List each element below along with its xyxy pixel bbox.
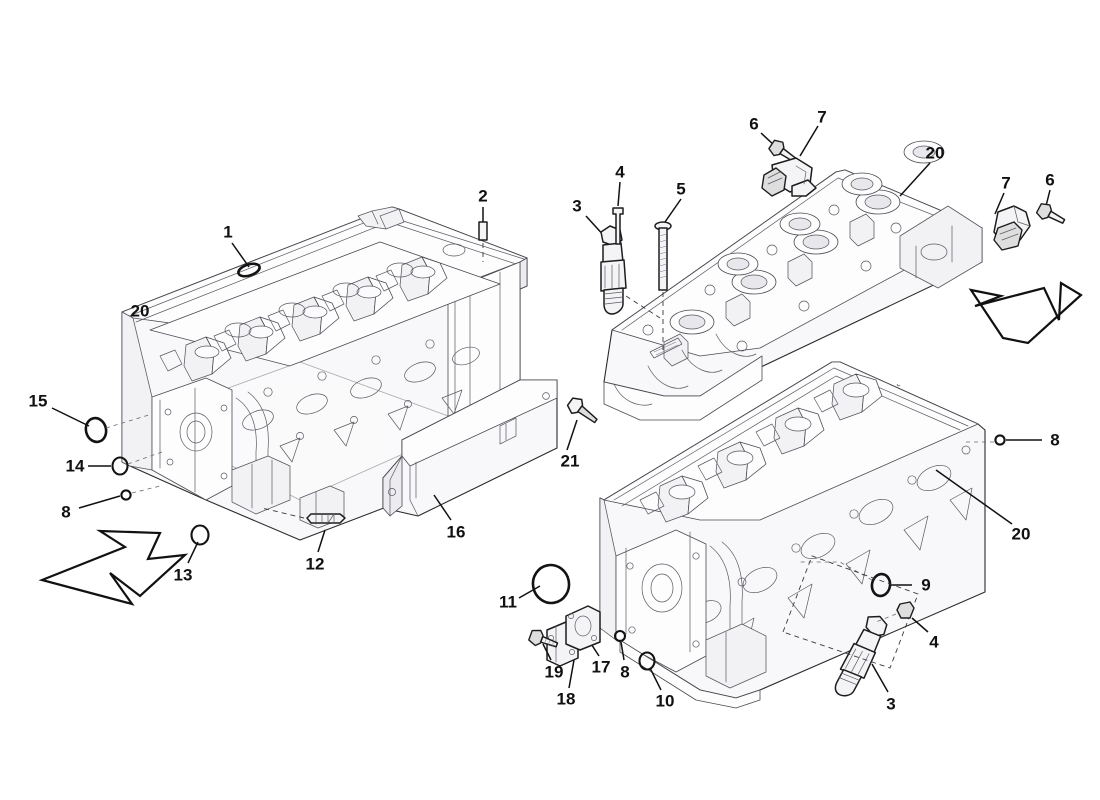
callout-4a: 4 [615, 162, 625, 182]
callout-1: 1 [223, 222, 233, 242]
left-head-callout-graphics [51, 207, 488, 564]
callout-2: 2 [478, 186, 488, 206]
direction-arrow-right [968, 281, 1083, 345]
right-cylinder-head [599, 360, 986, 709]
cam-sensor-left [761, 157, 817, 197]
callout-7a: 7 [817, 107, 827, 127]
callout-8c: 8 [1050, 430, 1060, 450]
callout-14: 14 [65, 456, 85, 476]
callout-17: 17 [591, 657, 611, 677]
callout-8a: 8 [61, 502, 71, 522]
adjuster-valve-right [834, 615, 888, 697]
heat-shield-plate [382, 379, 598, 521]
callout-11: 11 [499, 592, 517, 612]
adjuster-valve-left [600, 225, 627, 315]
callout-18: 18 [556, 689, 576, 709]
direction-arrow-left [38, 529, 189, 606]
cam-sensor-right [993, 205, 1031, 251]
callout-20a: 20 [130, 301, 150, 321]
callout-9: 9 [921, 575, 931, 595]
callout-3a: 3 [572, 196, 582, 216]
callout-4b: 4 [929, 632, 939, 652]
bottom-callout-graphics [518, 563, 662, 691]
callout-3b: 3 [886, 694, 896, 714]
callout-6b: 6 [1045, 170, 1055, 190]
callout-7b: 7 [1001, 173, 1011, 193]
callout-12: 12 [305, 554, 325, 574]
middle-callout-graphics [585, 125, 1066, 350]
callout-10: 10 [655, 691, 675, 711]
callout-21: 21 [560, 451, 580, 471]
callout-5: 5 [676, 179, 686, 199]
left-cylinder-head [121, 206, 528, 541]
callout-8b: 8 [620, 662, 630, 682]
callout-15: 15 [28, 391, 48, 411]
callout-16: 16 [446, 522, 466, 542]
callout-6a: 6 [749, 114, 759, 134]
callout-13: 13 [173, 565, 193, 585]
callout-19: 19 [544, 662, 564, 682]
callout-20b: 20 [925, 143, 945, 163]
camshaft-carrier [603, 140, 983, 421]
callout-20c: 20 [1011, 524, 1031, 544]
right-head-callout-graphics [782, 434, 1042, 697]
